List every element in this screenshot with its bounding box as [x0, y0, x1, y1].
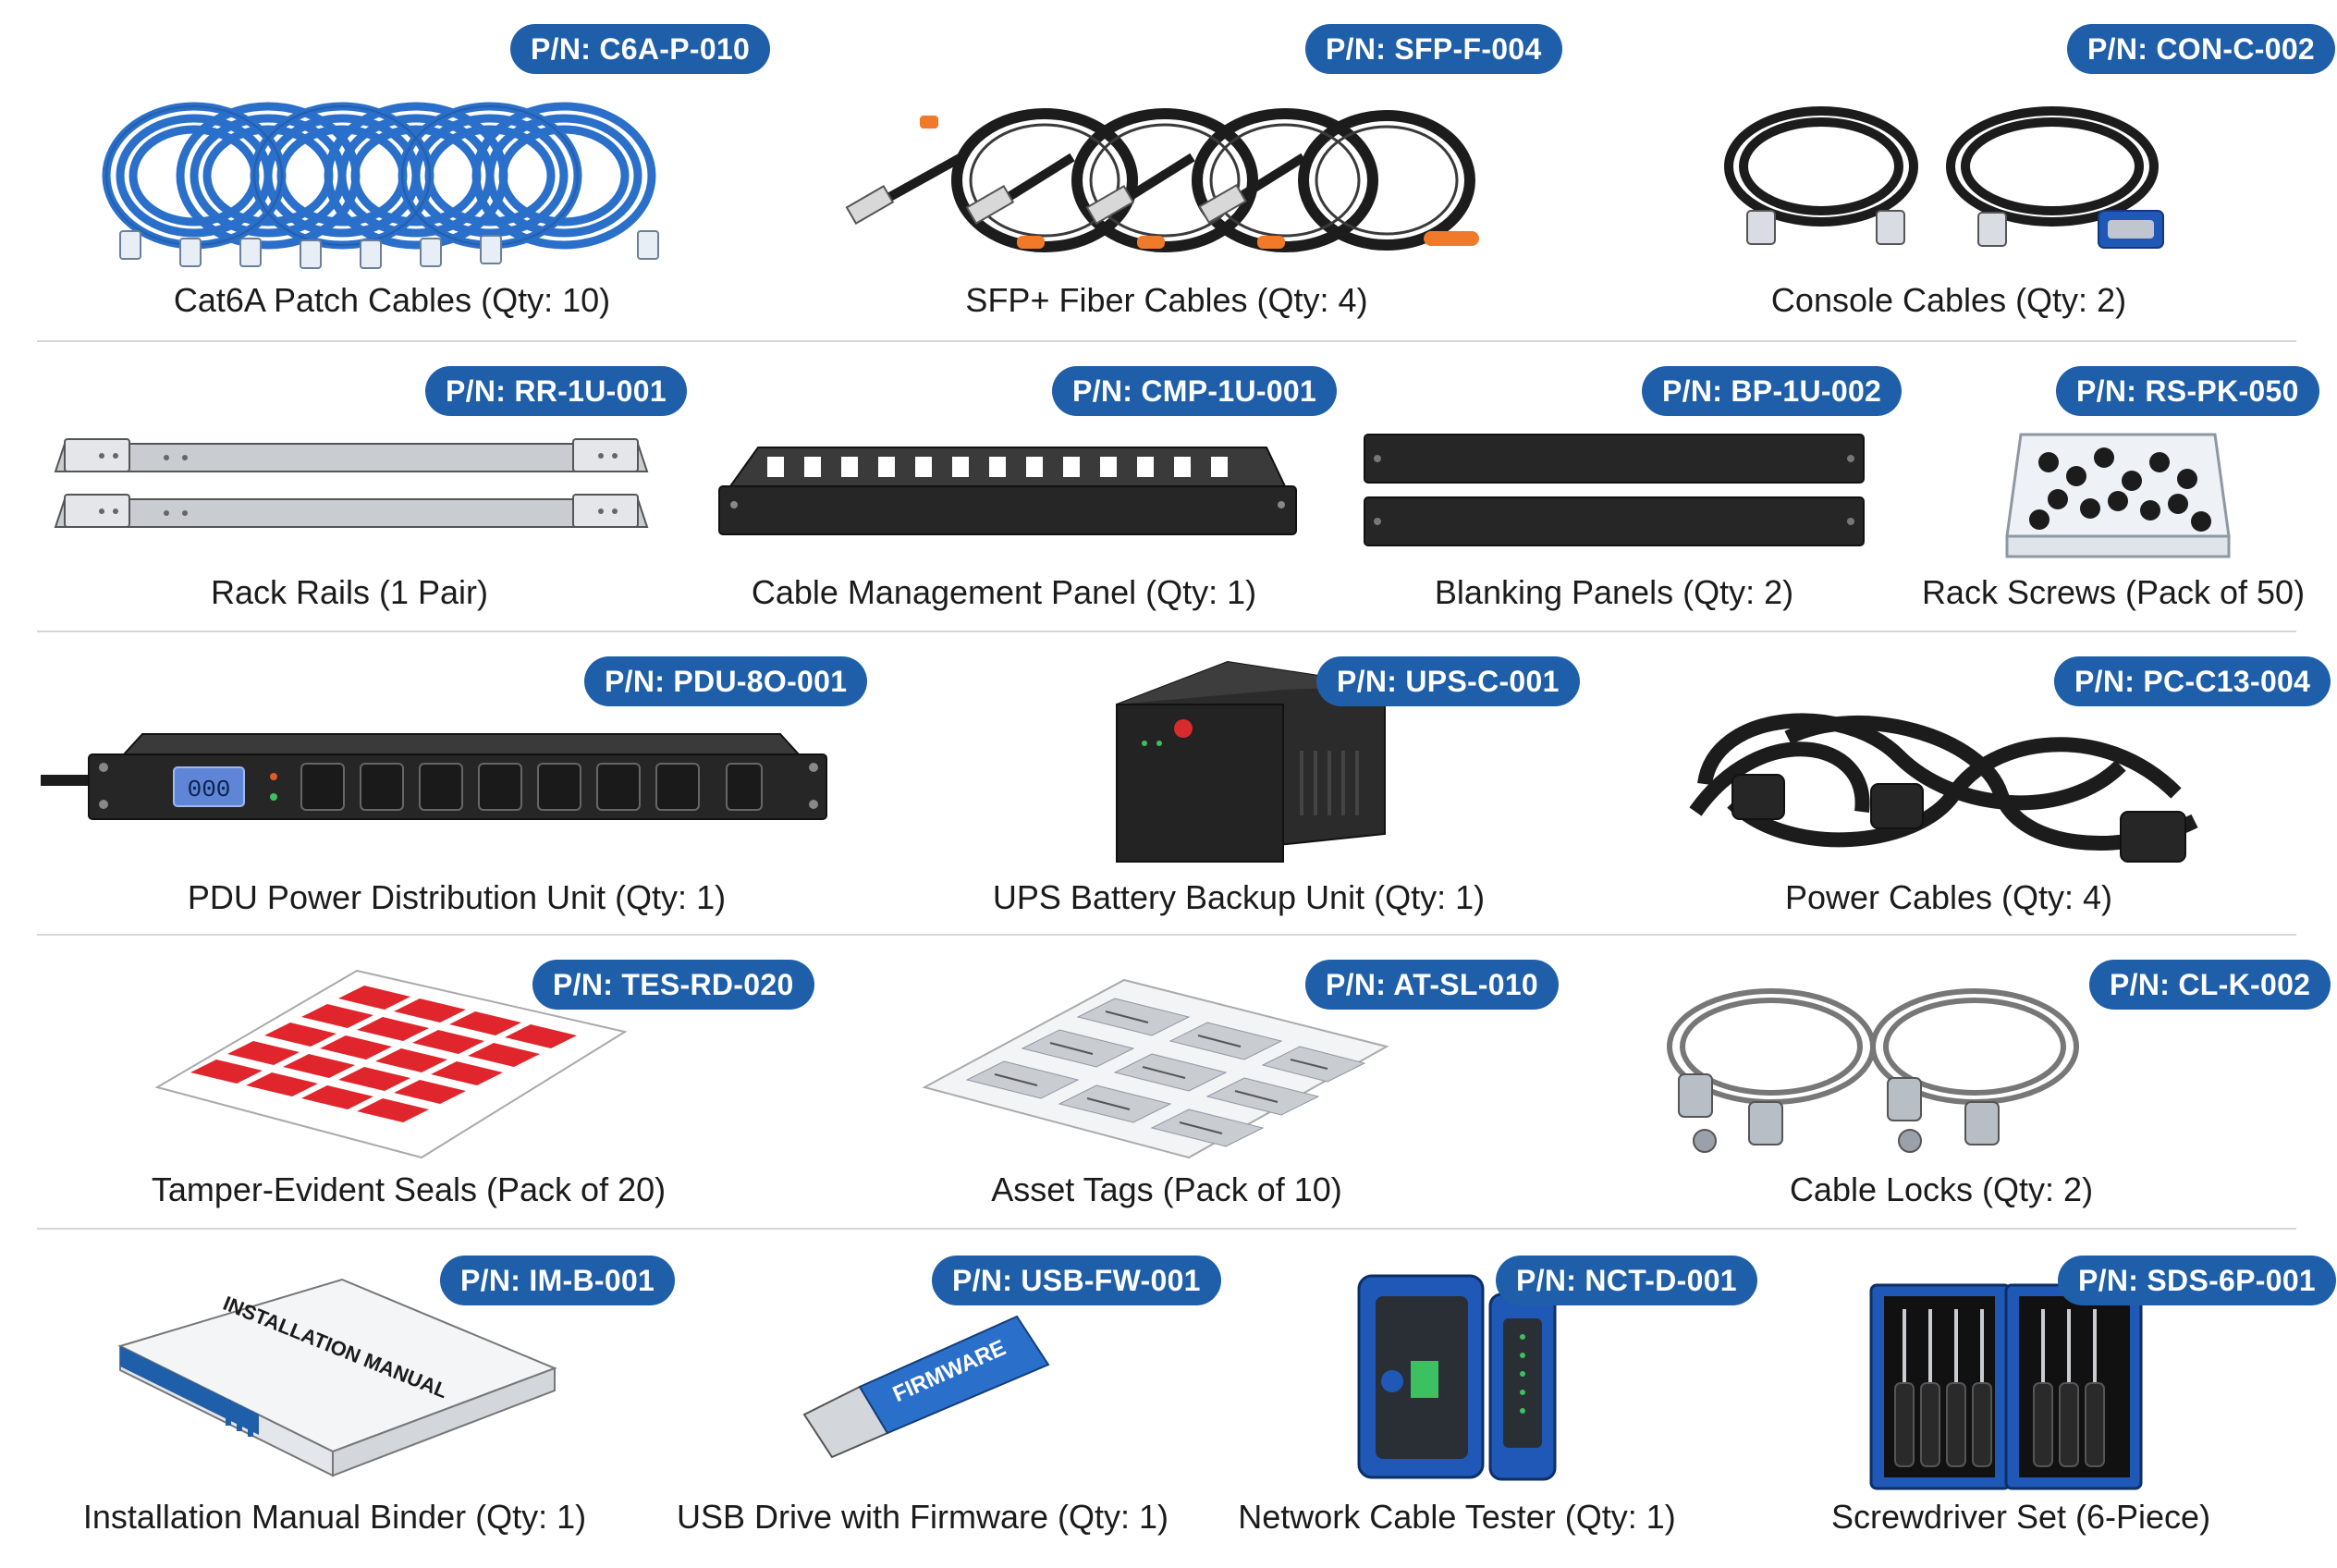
- part-number-badge: P/N: TES-RD-020: [532, 960, 814, 1010]
- rack-screws-icon: [2005, 433, 2231, 558]
- rack-rails-icon: [54, 438, 649, 528]
- item-caption: USB Drive with Firmware (Qty: 1): [676, 1498, 1169, 1536]
- item-caption: Network Cable Tester (Qty: 1): [1238, 1498, 1676, 1536]
- part-number-badge: P/N: PDU-8O-001: [584, 656, 868, 706]
- item-caption: Screwdriver Set (6-Piece): [1830, 1498, 2211, 1536]
- row-divider: [37, 631, 2296, 632]
- asset-tags-icon: [922, 978, 1389, 1159]
- item-caption: PDU Power Distribution Unit (Qty: 1): [187, 878, 727, 916]
- manual-binder-icon: INSTALLATION MANUAL: [117, 1278, 557, 1477]
- screwdriver-set-icon: [1869, 1283, 2143, 1490]
- cable-management-panel-icon: [718, 447, 1297, 535]
- item-caption: Installation Manual Binder (Qty: 1): [82, 1498, 587, 1536]
- blanking-panels-icon: [1364, 434, 1865, 546]
- item-caption: Cable Management Panel (Qty: 1): [751, 573, 1257, 611]
- tamper-seals-icon: [154, 969, 628, 1159]
- part-number-badge: P/N: C6A-P-010: [510, 24, 771, 74]
- cable-tester-icon: [1357, 1274, 1557, 1481]
- part-number-badge: P/N: CL-K-002: [2089, 960, 2331, 1010]
- item-caption: SFP+ Fiber Cables (Qty: 4): [965, 281, 1368, 319]
- row-divider: [37, 1228, 2296, 1230]
- part-number-badge: P/N: RR-1U-001: [425, 366, 687, 416]
- part-number-badge: P/N: PC-C13-004: [2054, 656, 2331, 706]
- pdu-display-readout: 000: [188, 776, 231, 803]
- item-caption: Rack Screws (Pack of 50): [1921, 573, 2306, 611]
- row-divider: [37, 934, 2296, 936]
- part-number-badge: P/N: CON-C-002: [2067, 24, 2336, 74]
- ups-icon: [1116, 660, 1386, 864]
- part-number-badge: P/N: IM-B-001: [440, 1256, 676, 1305]
- sfp-fiber-cables-icon: [845, 108, 1479, 252]
- part-number-badge: P/N: AT-SL-010: [1305, 960, 1560, 1010]
- row-divider: [37, 340, 2296, 342]
- usb-drive-icon: FIRMWARE: [802, 1315, 1050, 1459]
- item-caption: Console Cables (Qty: 2): [1770, 281, 2127, 319]
- item-caption: Asset Tags (Pack of 10): [991, 1170, 1342, 1208]
- part-number-badge: P/N: UPS-C-001: [1316, 656, 1580, 706]
- power-cables-icon: [1689, 713, 2198, 863]
- cat6a-patch-cables-icon: [102, 102, 659, 269]
- part-number-badge: P/N: BP-1U-002: [1642, 366, 1903, 416]
- part-number-badge: P/N: SDS-6P-001: [2058, 1256, 2337, 1305]
- item-caption: Power Cables (Qty: 4): [1784, 878, 2113, 916]
- part-number-badge: P/N: SFP-F-004: [1305, 24, 1562, 74]
- pdu-icon: 000: [41, 733, 827, 820]
- item-caption: UPS Battery Backup Unit (Qty: 1): [992, 878, 1486, 916]
- part-number-badge: P/N: NCT-D-001: [1496, 1256, 1757, 1305]
- item-caption: Rack Rails (1 Pair): [210, 573, 489, 611]
- console-cables-icon: [1724, 106, 2164, 249]
- item-caption: Cat6A Patch Cables (Qty: 10): [173, 281, 611, 319]
- cable-locks-icon: [1667, 988, 2079, 1153]
- item-caption: Blanking Panels (Qty: 2): [1434, 573, 1794, 611]
- part-number-badge: P/N: USB-FW-001: [932, 1256, 1221, 1305]
- part-number-badge: P/N: RS-PK-050: [2056, 366, 2319, 416]
- part-number-badge: P/N: CMP-1U-001: [1052, 366, 1338, 416]
- item-caption: Tamper-Evident Seals (Pack of 20): [151, 1170, 667, 1208]
- item-caption: Cable Locks (Qty: 2): [1789, 1170, 2094, 1208]
